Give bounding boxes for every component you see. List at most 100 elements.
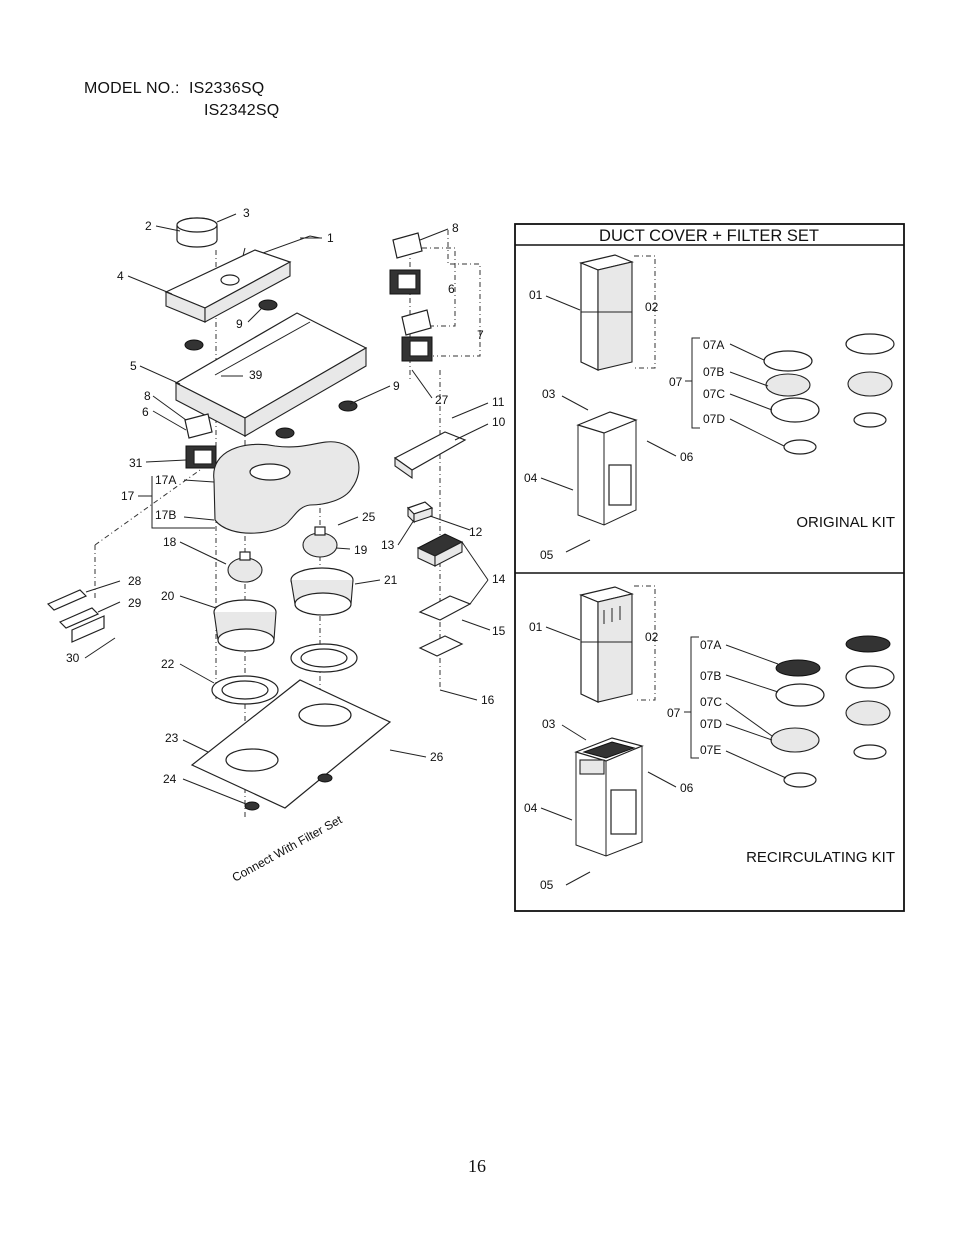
control-board [418, 595, 472, 657]
callout: 03 [542, 387, 556, 401]
callout: 01 [529, 288, 543, 302]
filter-stack-original [763, 333, 895, 455]
part-label: 6 [448, 282, 455, 296]
blower-housing-left [213, 599, 277, 652]
part-label: 21 [384, 573, 398, 587]
part-label: 28 [128, 574, 142, 588]
callout: 07A [703, 338, 724, 352]
part-label: 19 [354, 543, 368, 557]
part-label: 11 [492, 395, 505, 409]
part-label: 6 [142, 405, 149, 419]
part-label: 12 [469, 525, 483, 539]
kit-panel-title: DUCT COVER + FILTER SET [599, 227, 819, 245]
leader-lines [84, 213, 491, 805]
callout: 04 [524, 471, 538, 485]
axis-line [94, 469, 201, 546]
part-label: 20 [161, 589, 175, 603]
recirculating-bracket [574, 737, 644, 857]
part-label: 24 [163, 772, 177, 786]
part-label: 8 [144, 389, 151, 403]
part-label: 13 [381, 538, 395, 552]
filter-stack-recirculating [770, 635, 895, 788]
mounting-rings [211, 643, 358, 705]
inner-housing [213, 441, 360, 534]
motor-bracket-right [389, 230, 481, 362]
callout: 05 [540, 548, 554, 562]
model-row-secondary: IS2342SQ [84, 100, 279, 122]
part-label: 30 [66, 651, 80, 665]
page-number: 16 [468, 1156, 486, 1176]
mount-bracket [393, 431, 467, 480]
part-label: 4 [117, 269, 124, 283]
part-label: 8 [452, 221, 459, 235]
bottom-plate [190, 679, 392, 809]
bolt [184, 339, 204, 351]
motor-left [227, 551, 263, 583]
part-label: 10 [492, 415, 506, 429]
part-label: 9 [393, 379, 400, 393]
blower-housing-right [290, 567, 354, 616]
junction-box [406, 501, 434, 524]
grommet [317, 773, 333, 783]
group-bracket [690, 636, 699, 759]
exploded-view: 1 2 3 4 5 6 7 8 9 9 39 27 11 10 8 6 31 1… [46, 206, 506, 885]
part-label: 23 [165, 731, 179, 745]
callout: 02 [645, 630, 659, 644]
callout: 07C [703, 387, 725, 401]
bolt [275, 427, 295, 439]
bolt [258, 299, 278, 311]
callout: 07D [703, 412, 725, 426]
recirculating-kit-callouts: 01 02 03 04 05 06 07 07A 07B 07C 07D 07E [524, 620, 722, 892]
kit-panel-frame [514, 223, 905, 912]
original-kit-leaders [540, 295, 785, 553]
part-label: 18 [163, 535, 177, 549]
recirculating-kit: 01 02 03 04 05 06 07 07A 07B 07C 07D 07E… [524, 585, 895, 892]
part-label: 14 [492, 572, 506, 586]
part-label: 16 [481, 693, 495, 707]
callout: 07D [700, 717, 722, 731]
callout: 04 [524, 801, 538, 815]
callout: 06 [680, 781, 694, 795]
part-label: 29 [128, 596, 142, 610]
part-label: 31 [129, 456, 143, 470]
part-label: 17B [155, 508, 176, 522]
duct-collar [176, 217, 218, 248]
callout: 07B [700, 669, 721, 683]
duct-cover-vented [579, 586, 634, 703]
part-label: 27 [435, 393, 449, 407]
hood-body [174, 312, 368, 437]
callout: 05 [540, 878, 554, 892]
callout: 07 [667, 706, 681, 720]
model-number-block: MODEL NO.: IS2336SQ IS2342SQ [84, 78, 279, 122]
grommet [244, 801, 260, 811]
callout: 02 [645, 300, 659, 314]
callout: 01 [529, 620, 543, 634]
part-label: 26 [430, 750, 444, 764]
kit-panel: DUCT COVER + FILTER SET [514, 223, 905, 912]
part-label: 15 [492, 624, 506, 638]
part-label: 1 [327, 231, 334, 245]
recirculating-kit-leaders [540, 626, 787, 886]
part-label: 5 [130, 359, 137, 373]
model-label: MODEL NO.: [84, 80, 180, 97]
switch-panel [46, 589, 105, 643]
model-row-primary: MODEL NO.: IS2336SQ [84, 78, 279, 100]
recirculating-kit-label: RECIRCULATING KIT [746, 849, 895, 866]
group-bracket [691, 337, 700, 429]
motor-bracket-left [184, 413, 217, 469]
duct-cover [579, 254, 634, 371]
part-number-labels: 1 2 3 4 5 6 7 8 9 9 39 27 11 10 8 6 31 1… [66, 206, 506, 786]
part-label: 7 [477, 328, 484, 342]
part-label: 17 [121, 489, 135, 503]
part-label: 17A [155, 473, 176, 487]
motor-right [302, 526, 338, 558]
model-secondary: IS2342SQ [204, 102, 280, 119]
part-label: 25 [362, 510, 376, 524]
part-label: 39 [249, 368, 263, 382]
filter-set-caption: Connect With Filter Set [230, 812, 345, 884]
original-kit-label: ORIGINAL KIT [796, 514, 895, 531]
control-housing [416, 533, 464, 567]
duct-bracket [576, 411, 638, 526]
